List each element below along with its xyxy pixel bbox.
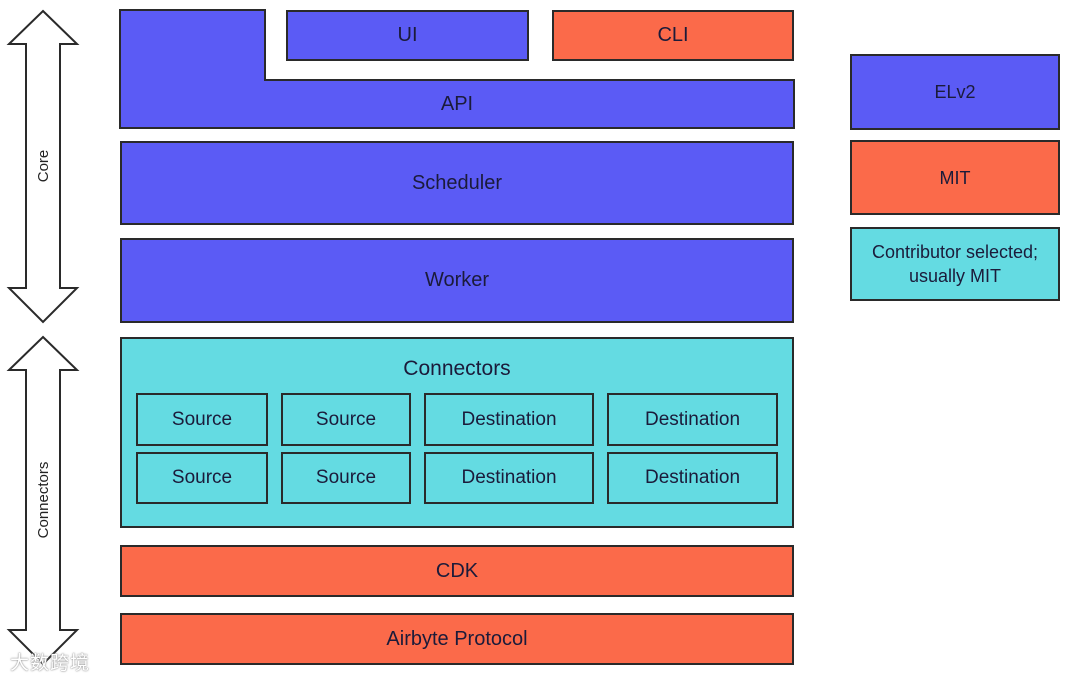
destination-box: Destination xyxy=(424,393,594,446)
connectors-arrow-label: Connectors xyxy=(35,462,52,539)
source-box: Source xyxy=(136,452,268,504)
source-box: Source xyxy=(281,393,411,446)
destination-label: Destination xyxy=(461,408,557,430)
core-arrow-shape xyxy=(6,9,80,324)
cli-box: CLI xyxy=(552,10,794,61)
api-layer-shape xyxy=(119,9,795,129)
source-label: Source xyxy=(315,467,377,488)
source-label: Source xyxy=(171,408,233,430)
protocol-box: Airbyte Protocol xyxy=(120,613,794,665)
legend-mit: MIT xyxy=(850,140,1060,215)
destination-box: Destination xyxy=(607,452,778,504)
protocol-label: Airbyte Protocol xyxy=(386,627,528,650)
cdk-label: CDK xyxy=(435,559,479,582)
legend-contributor-label: Contributor selected; usually MIT xyxy=(871,242,1039,286)
destination-box: Destination xyxy=(607,393,778,446)
connectors-title: Connectors xyxy=(403,357,511,380)
watermark: 大数跨境 xyxy=(10,653,91,674)
connectors-arrow-shape xyxy=(6,335,80,666)
destination-label: Destination xyxy=(644,408,741,430)
source-label: Source xyxy=(171,467,233,488)
destination-box: Destination xyxy=(424,452,594,504)
scheduler-box: Scheduler xyxy=(120,141,794,225)
source-box: Source xyxy=(136,393,268,446)
core-arrow-label: Core xyxy=(35,150,52,183)
scheduler-label: Scheduler xyxy=(411,171,503,194)
source-box: Source xyxy=(281,452,411,504)
destination-label: Destination xyxy=(644,467,741,488)
cdk-box: CDK xyxy=(120,545,794,597)
destination-label: Destination xyxy=(461,467,557,488)
legend-mit-label: MIT xyxy=(939,167,971,188)
legend-elv2-label: ELv2 xyxy=(934,82,976,102)
cli-label: CLI xyxy=(657,24,689,46)
ui-box: UI xyxy=(286,10,529,61)
api-label: API xyxy=(440,92,474,115)
legend-elv2: ELv2 xyxy=(850,54,1060,130)
ui-label: UI xyxy=(397,24,418,46)
worker-label: Worker xyxy=(424,269,490,291)
worker-box: Worker xyxy=(120,238,794,323)
source-label: Source xyxy=(315,408,377,430)
core-double-arrow: Core Connectors xyxy=(6,9,80,666)
legend-contributor: Contributor selected; usually MIT xyxy=(850,227,1060,301)
